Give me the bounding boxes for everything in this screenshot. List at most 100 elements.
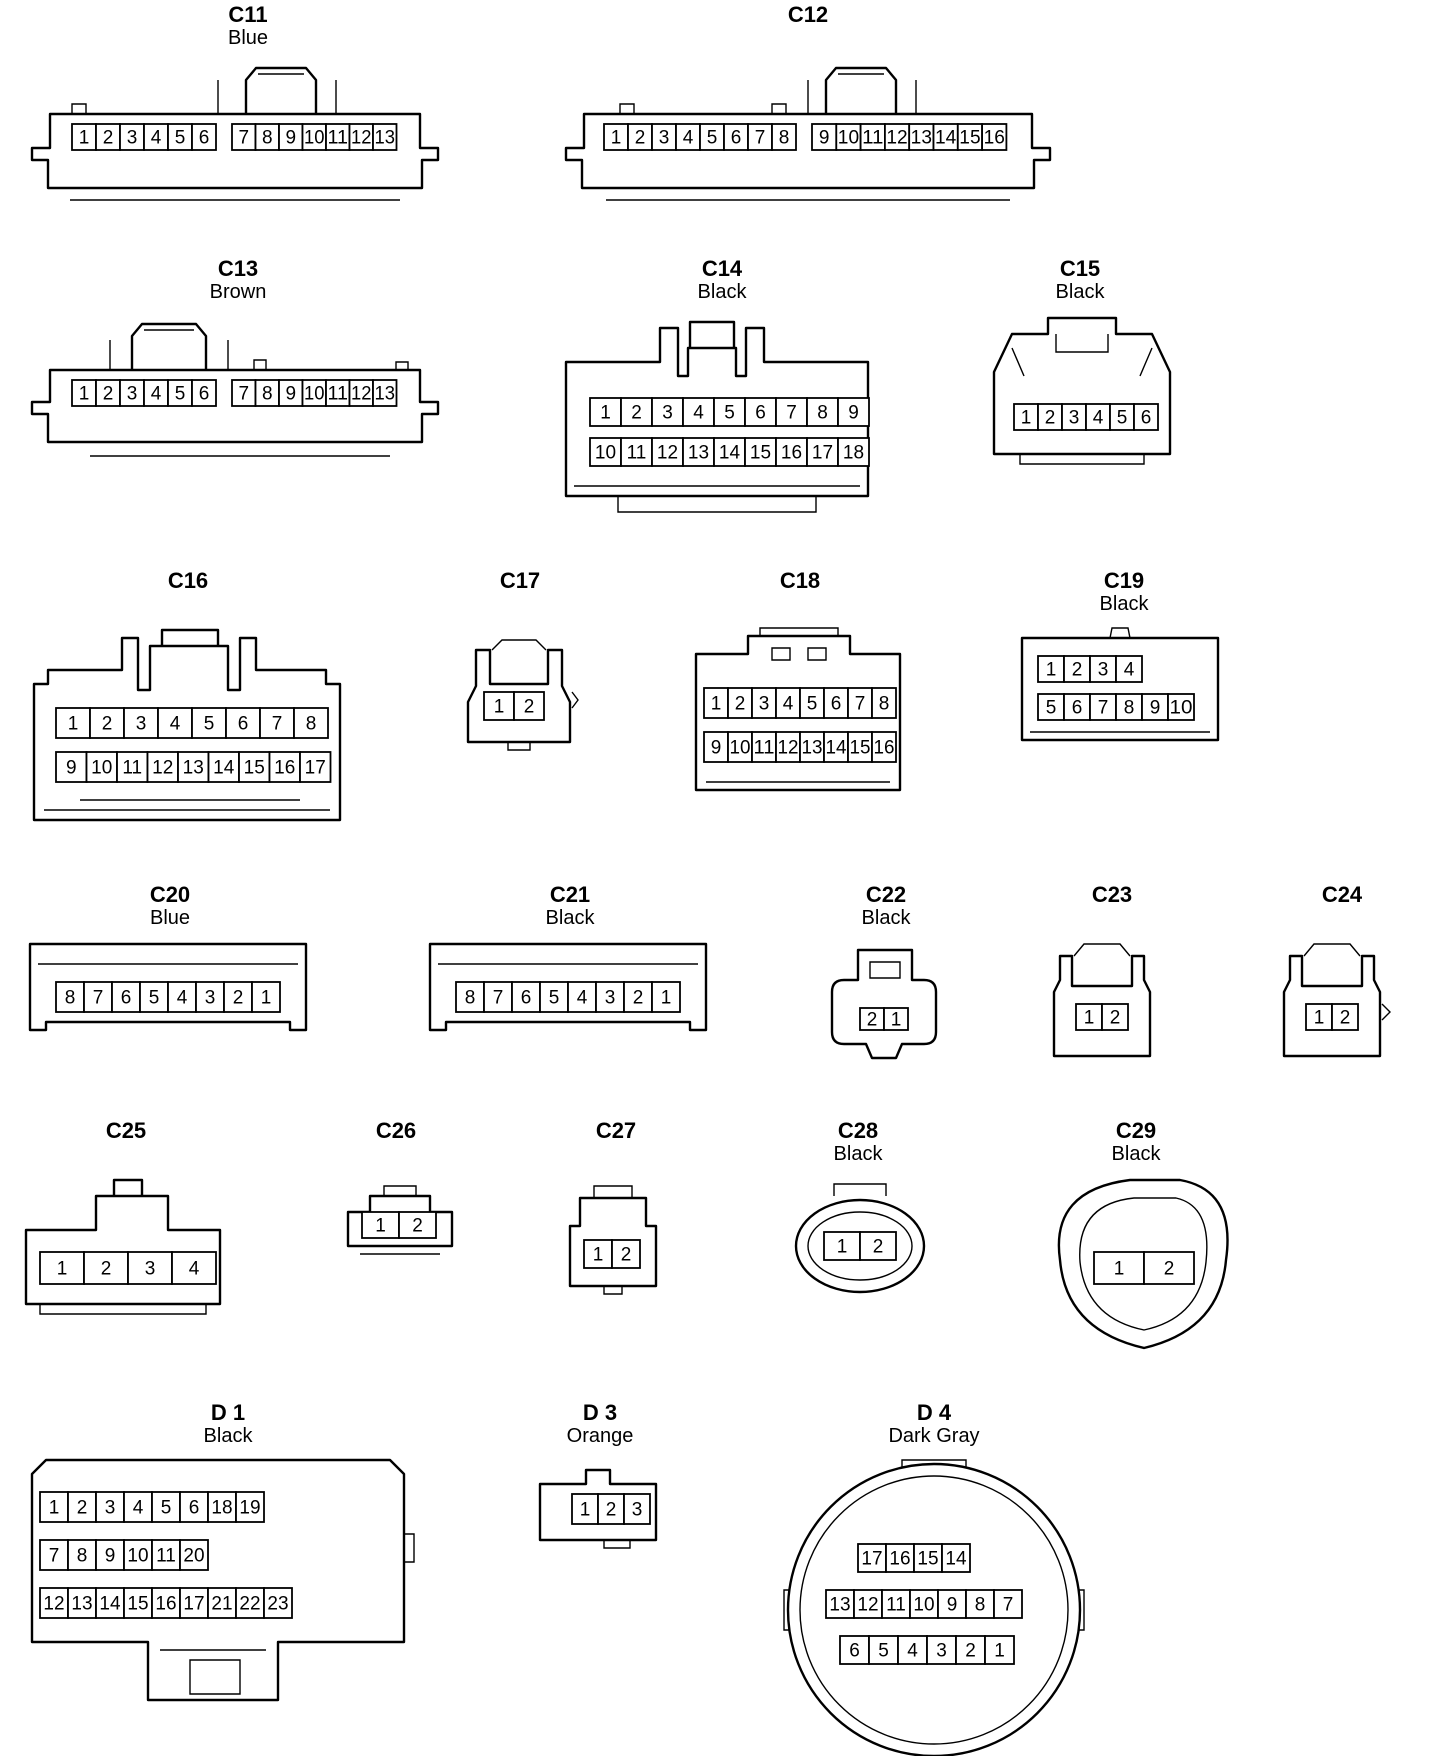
pin-number: 5 (175, 384, 186, 405)
pin-number: 5 (1046, 698, 1057, 719)
connector-color-label: Orange (566, 1425, 634, 1447)
pin-cell (993, 1589, 1023, 1619)
pin-number: 1 (57, 1259, 68, 1280)
pin-number: 2 (103, 384, 114, 405)
pin-number: 1 (79, 128, 90, 149)
pin-number: 15 (850, 738, 871, 759)
pin-number: 1 (611, 128, 622, 149)
pin-cell (883, 1007, 909, 1031)
pin-number: 4 (151, 384, 162, 405)
connector-c18-caption: C18 (700, 570, 900, 592)
pin-number: 18 (211, 1498, 232, 1519)
connector-id-label: D 3 (582, 1400, 618, 1425)
pin-cell (238, 751, 271, 783)
pin-number: 16 (984, 128, 1005, 149)
pin-number: 11 (122, 758, 142, 779)
pin-cell (857, 1543, 887, 1573)
pin-cell (651, 397, 684, 427)
pin-number: 11 (862, 128, 883, 149)
pin-cell (799, 731, 825, 763)
pin-number: 4 (1124, 660, 1135, 681)
pin-number: 1 (1046, 660, 1057, 681)
pin-number: 12 (778, 738, 799, 759)
pin-number: 4 (577, 988, 588, 1009)
pin-cell (1167, 693, 1195, 721)
pin-cell (1115, 655, 1143, 683)
pin-number: 8 (262, 128, 273, 149)
pin-number: 2 (873, 1237, 884, 1258)
pin-number: 15 (959, 128, 980, 149)
pin-cell (513, 691, 545, 721)
pin-number: 16 (155, 1594, 176, 1615)
pin-cell (146, 751, 179, 783)
pin-number: 9 (285, 128, 296, 149)
pin-number: 14 (935, 128, 957, 149)
pin-number: 10 (127, 1546, 148, 1567)
connector-c17-caption: C17 (420, 570, 620, 592)
pin-cell (207, 1587, 237, 1619)
pin-number: 9 (848, 403, 859, 424)
pin-number: 3 (127, 128, 138, 149)
pin-number: 8 (77, 1546, 88, 1567)
pin-number: 7 (238, 128, 249, 149)
connector-c19-housing (1020, 627, 1220, 742)
pin-number: 12 (351, 128, 372, 149)
pin-cell (981, 123, 1008, 151)
pin-cell (151, 1587, 181, 1619)
pin-number: 5 (161, 1498, 172, 1519)
pin-cell (1305, 1003, 1333, 1031)
pin-number: 3 (205, 988, 216, 1009)
pin-number: 13 (183, 758, 204, 779)
pin-number: 10 (304, 128, 325, 149)
pin-number: 7 (272, 714, 283, 735)
pin-number: 3 (936, 1641, 947, 1662)
pin-cell (293, 707, 329, 739)
pin-number: 1 (661, 988, 672, 1009)
pin-cell (1141, 693, 1169, 721)
pin-number: 12 (152, 758, 173, 779)
connector-c14-housing (564, 320, 870, 513)
pin-number: 17 (305, 758, 326, 779)
pin-cell (868, 1635, 899, 1665)
connector-c27-caption: C27 (516, 1120, 716, 1142)
connector-c13-housing (30, 322, 440, 457)
pin-number: 4 (189, 1259, 200, 1280)
connector-color-label: Dark Gray (888, 1425, 980, 1447)
pin-number: 1 (837, 1237, 848, 1258)
pin-number: 11 (156, 1546, 176, 1567)
pin-number: 15 (127, 1594, 148, 1615)
pin-cell (727, 731, 753, 763)
pin-number: 19 (239, 1498, 260, 1519)
pin-number: 3 (136, 714, 147, 735)
pin-cell (263, 1587, 293, 1619)
pin-cell (620, 397, 653, 427)
pin-number: 4 (151, 128, 162, 149)
pin-number: 3 (605, 988, 616, 1009)
connector-c26-housing (346, 1185, 454, 1255)
pin-number: 6 (199, 384, 210, 405)
pin-number: 16 (274, 758, 295, 779)
connector-d3-housing (538, 1468, 658, 1549)
pin-number: 14 (719, 443, 741, 464)
pin-number: 11 (627, 443, 647, 464)
pin-cell (235, 1587, 265, 1619)
pin-number: 10 (730, 738, 751, 759)
pin-cell (1037, 693, 1065, 721)
connector-id-label: C27 (595, 1118, 637, 1143)
pin-number: 10 (838, 128, 859, 149)
pin-cell (71, 123, 97, 151)
pin-number: 5 (724, 403, 735, 424)
pin-number: 6 (199, 128, 210, 149)
pin-number: 12 (351, 384, 372, 405)
